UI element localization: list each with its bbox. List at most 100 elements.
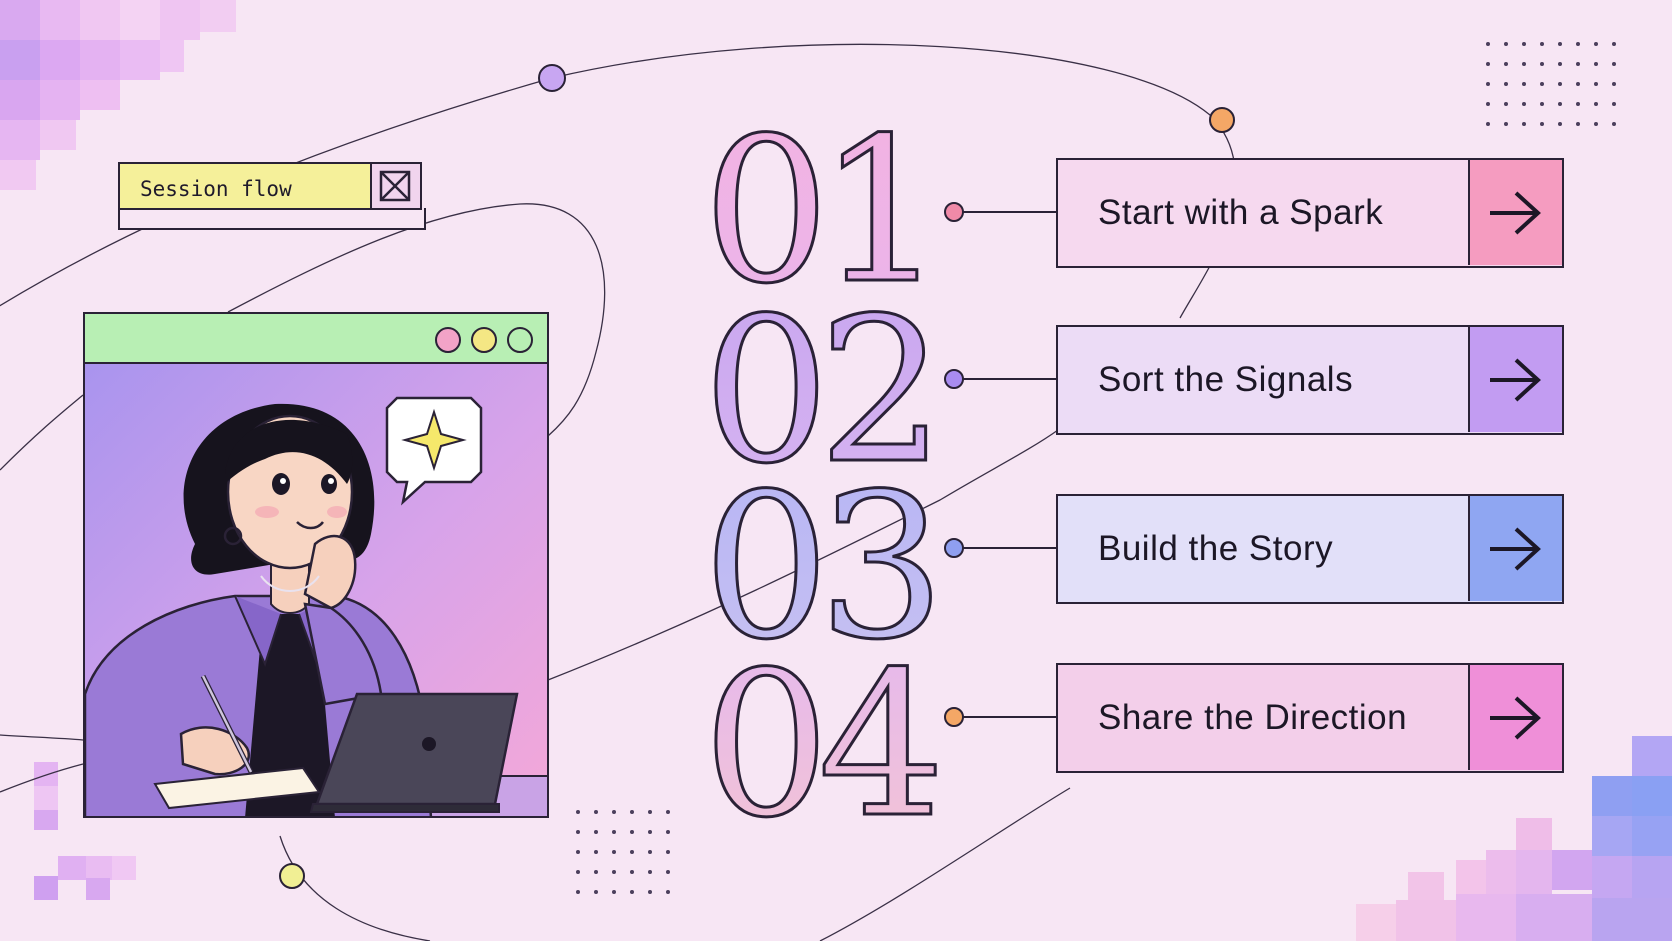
grid-dot	[1540, 82, 1544, 86]
grid-dot	[1504, 42, 1508, 46]
dot-grid-bottom-center	[576, 810, 670, 894]
grid-dot	[1612, 62, 1616, 66]
grid-dot	[1576, 62, 1580, 66]
grid-dot	[630, 810, 634, 814]
grid-dot	[648, 870, 652, 874]
grid-dot	[612, 890, 616, 894]
illustration-window	[83, 312, 549, 818]
step-button-2[interactable]: Sort the Signals	[1056, 325, 1564, 435]
window-title-bar	[85, 314, 547, 364]
grid-dot	[1522, 42, 1526, 46]
grid-dot	[648, 830, 652, 834]
grid-dot	[1612, 42, 1616, 46]
window-dot-green[interactable]	[507, 327, 533, 353]
pixel-cluster-bottom-right	[1356, 736, 1672, 941]
chip-title-bar: Session flow	[118, 162, 422, 210]
grid-dot	[1486, 122, 1490, 126]
orbit-bead	[538, 64, 566, 92]
grid-dot	[1594, 102, 1598, 106]
grid-dot	[612, 810, 616, 814]
grid-dot	[1576, 122, 1580, 126]
step-label: Share the Direction	[1098, 698, 1408, 737]
step-label: Start with a Spark	[1098, 193, 1384, 232]
close-box-icon[interactable]	[370, 164, 420, 208]
grid-dot	[594, 810, 598, 814]
step-label: Build the Story	[1098, 529, 1334, 568]
grid-dot	[1558, 42, 1562, 46]
session-flow-chip: Session flow	[118, 162, 426, 230]
grid-dot	[630, 870, 634, 874]
grid-dot	[1504, 82, 1508, 86]
pixel-cluster-bottom-left	[34, 762, 136, 900]
grid-dot	[1504, 122, 1508, 126]
grid-dot	[666, 850, 670, 854]
grid-dot	[1612, 122, 1616, 126]
step-number-3: 03	[688, 466, 948, 669]
grid-dot	[1540, 102, 1544, 106]
chip-underlay	[118, 208, 426, 230]
grid-dot	[612, 850, 616, 854]
grid-dot	[1486, 62, 1490, 66]
grid-dot	[576, 830, 580, 834]
window-dot-yellow[interactable]	[471, 327, 497, 353]
grid-dot	[648, 850, 652, 854]
grid-dot	[594, 850, 598, 854]
grid-dot	[576, 870, 580, 874]
illustration-canvas	[85, 364, 547, 816]
session-flow-label: Session flow	[140, 177, 292, 201]
speech-bubble	[385, 396, 483, 506]
grid-dot	[666, 870, 670, 874]
step-button-3[interactable]: Build the Story	[1056, 494, 1564, 604]
step-number-1: 01	[688, 110, 948, 313]
step-number-4: 04	[688, 644, 948, 847]
grid-dot	[1558, 122, 1562, 126]
grid-dot	[666, 830, 670, 834]
grid-dot	[630, 830, 634, 834]
grid-dot	[576, 890, 580, 894]
grid-dot	[1486, 102, 1490, 106]
grid-dot	[1576, 42, 1580, 46]
grid-dot	[1486, 42, 1490, 46]
arrow-right-icon[interactable]	[1468, 327, 1562, 432]
grid-dot	[1612, 82, 1616, 86]
grid-dot	[576, 850, 580, 854]
grid-dot	[666, 810, 670, 814]
grid-dot	[666, 890, 670, 894]
grid-dot	[1558, 82, 1562, 86]
grid-dot	[612, 870, 616, 874]
grid-dot	[648, 890, 652, 894]
orbit-bead	[279, 863, 305, 889]
grid-dot	[648, 810, 652, 814]
grid-dot	[594, 830, 598, 834]
grid-dot	[612, 830, 616, 834]
grid-dot	[1486, 82, 1490, 86]
step-button-4[interactable]: Share the Direction	[1056, 663, 1564, 773]
grid-dot	[1504, 102, 1508, 106]
grid-dot	[1540, 122, 1544, 126]
sparkle-icon	[401, 408, 467, 472]
grid-dot	[630, 850, 634, 854]
grid-dot	[1522, 82, 1526, 86]
arrow-right-icon[interactable]	[1468, 665, 1562, 770]
window-dot-pink[interactable]	[435, 327, 461, 353]
arrow-right-icon[interactable]	[1468, 160, 1562, 265]
dot-grid-top-right	[1486, 42, 1616, 126]
orbit-bead	[1209, 107, 1235, 133]
step-button-1[interactable]: Start with a Spark	[1056, 158, 1564, 268]
grid-dot	[1576, 82, 1580, 86]
step-number-2: 02	[688, 290, 948, 493]
grid-dot	[1558, 102, 1562, 106]
grid-dot	[1594, 42, 1598, 46]
grid-dot	[576, 810, 580, 814]
grid-dot	[1540, 62, 1544, 66]
grid-dot	[1558, 62, 1562, 66]
grid-dot	[1504, 62, 1508, 66]
grid-dot	[594, 870, 598, 874]
arrow-right-icon[interactable]	[1468, 496, 1562, 601]
grid-dot	[630, 890, 634, 894]
step-label: Sort the Signals	[1098, 360, 1354, 399]
grid-dot	[594, 890, 598, 894]
woman-thinking-illustration	[85, 396, 547, 816]
grid-dot	[1576, 102, 1580, 106]
